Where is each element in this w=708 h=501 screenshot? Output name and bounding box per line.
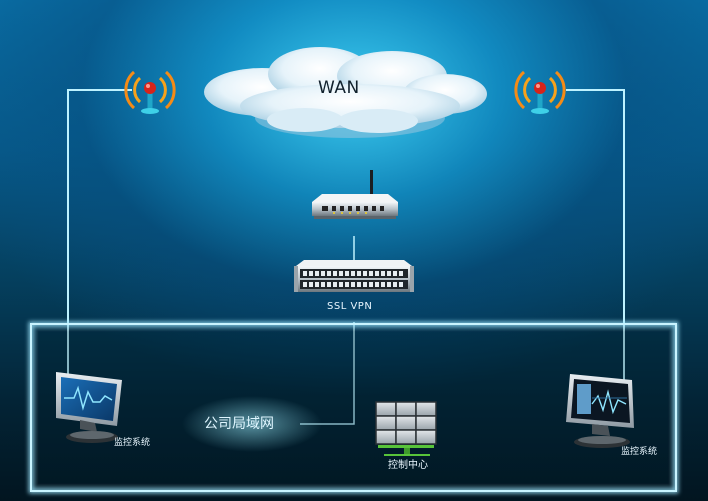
monitor-left-label: 监控系统 [114,438,151,448]
cloud-icon [204,47,487,138]
rack-server-icon [294,260,414,292]
ssl-vpn-label: SSL VPN [327,301,373,312]
video-wall-icon [375,401,437,456]
link-left-antenna [67,89,132,376]
wireless-antenna-icon [514,70,566,114]
control-center-label: 控制中心 [388,460,428,471]
monitor-right-label: 监控系统 [621,447,658,457]
wireless-antenna-icon [124,70,176,114]
link-right-antenna [566,89,625,382]
lan-label: 公司局域网 [204,416,274,432]
monitor-icon [56,372,122,443]
monitor-icon [566,374,634,448]
wan-label: WAN [318,78,360,98]
router-icon [312,170,398,219]
lan-label-glow [182,396,322,452]
